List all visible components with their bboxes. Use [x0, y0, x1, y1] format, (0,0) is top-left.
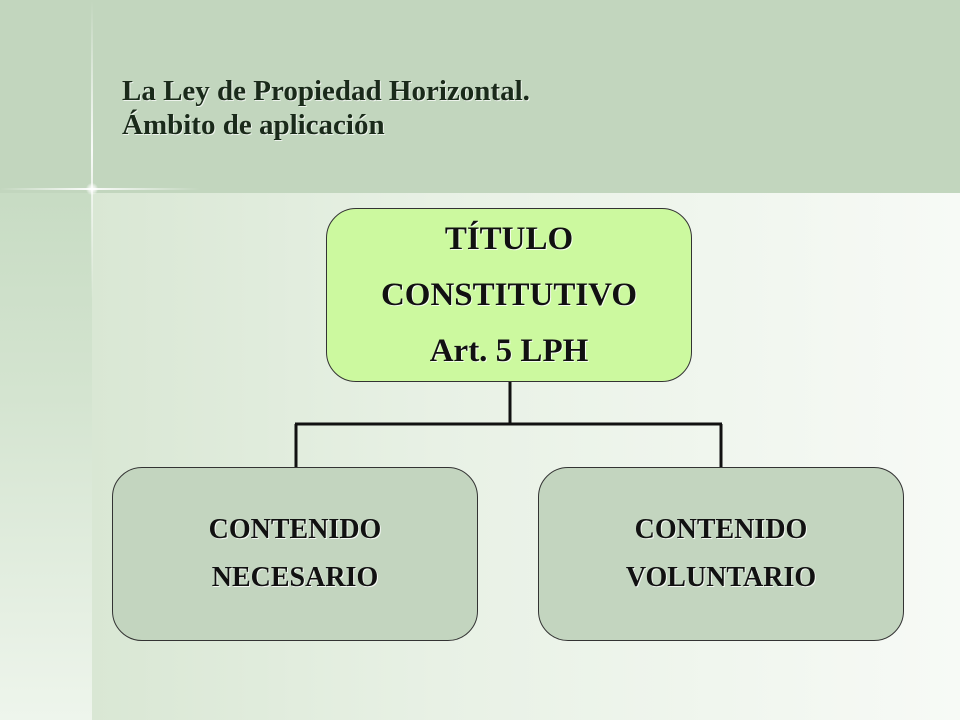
root-node-line-2: CONSTITUTIVO: [380, 277, 638, 313]
child-node-right-line-2: VOLUNTARIO: [625, 562, 817, 593]
slide-title: La Ley de Propiedad Horizontal. Ámbito d…: [122, 74, 530, 142]
child-node-left-line-1: CONTENIDO: [208, 514, 382, 545]
root-node-line-1: TÍTULO: [444, 221, 574, 257]
sparkle-star-icon: [86, 183, 98, 195]
title-band: [0, 0, 960, 193]
child-node-right-line-1: CONTENIDO: [634, 514, 808, 545]
sparkle-vertical-line: [91, 0, 93, 300]
root-node-titulo-constitutivo: TÍTULO CONSTITUTIVO Art. 5 LPH: [326, 208, 692, 382]
slide-title-line-2: Ámbito de aplicación: [122, 109, 385, 141]
root-node-line-3: Art. 5 LPH: [429, 333, 589, 369]
child-node-contenido-necesario: CONTENIDO NECESARIO: [112, 467, 478, 641]
child-node-contenido-voluntario: CONTENIDO VOLUNTARIO: [538, 467, 904, 641]
sparkle-horizontal-line: [0, 188, 200, 190]
slide-title-line-1: La Ley de Propiedad Horizontal.: [122, 75, 530, 107]
child-node-left-line-2: NECESARIO: [211, 562, 379, 593]
